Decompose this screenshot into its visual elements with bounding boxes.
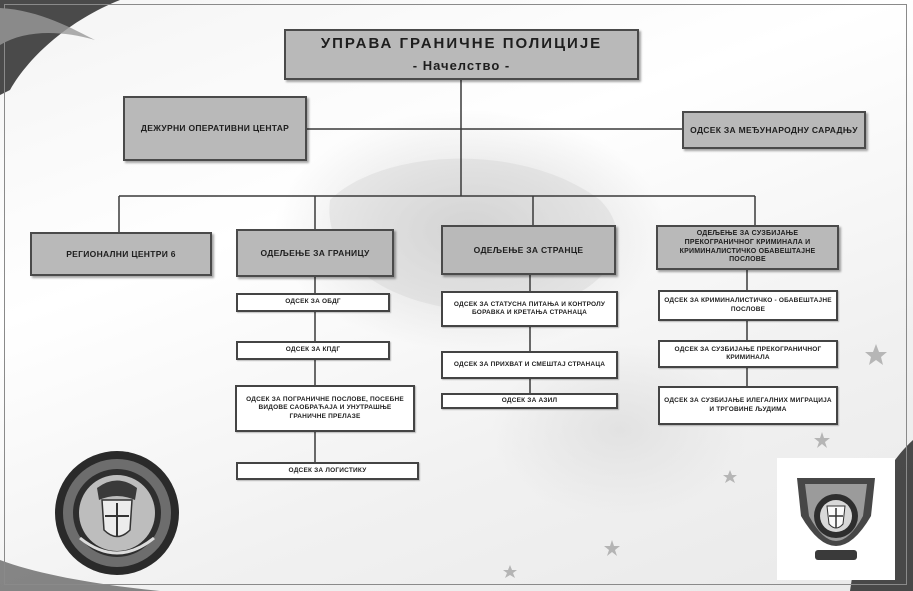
- box-regional-centers-label: РЕГИОНАЛНИ ЦЕНТРИ 6: [66, 248, 176, 259]
- box-section-criminal-intelligence: ОДСЕК ЗА КРИМИНАЛИСТИЧКО - ОБАВЕШТАЈНЕ П…: [658, 290, 838, 321]
- box-section-logistics-label: ОДСЕК ЗА ЛОГИСТИКУ: [288, 466, 367, 474]
- box-crossborder-crime-department-label: ОДЕЉЕЊЕ ЗА СУЗБИЈАЊЕ ПРЕКОГРАНИЧНОГ КРИМ…: [679, 230, 816, 264]
- box-section-illegal-migration-label: ОДСЕК ЗА СУЗБИЈАЊЕ ИЛЕГАЛНИХ МИГРАЦИЈА И…: [664, 397, 832, 413]
- box-section-asylum: ОДСЕК ЗА АЗИЛ: [441, 393, 618, 409]
- box-section-status-control-label: ОДСЕК ЗА СТАТУСНА ПИТАЊА И КОНТРОЛУ БОРА…: [453, 300, 606, 316]
- box-section-obdg-label: ОДСЕК ЗА ОБДГ: [285, 298, 341, 306]
- box-duty-operations-center: ДЕЖУРНИ ОПЕРАТИВНИ ЦЕНТАР: [123, 96, 307, 161]
- box-section-kpdg-label: ОДСЕК ЗА КПДГ: [285, 346, 341, 354]
- box-section-border-affairs: ОДСЕК ЗА ПОГРАНИЧНЕ ПОСЛОВЕ, ПОСЕБНЕ ВИД…: [235, 385, 415, 432]
- box-section-obdg: ОДСЕК ЗА ОБДГ: [236, 293, 390, 312]
- box-section-crossborder-crime-label: ОДСЕК ЗА СУЗБИЈАЊЕ ПРЕКОГРАНИЧНОГ КРИМИН…: [674, 345, 822, 361]
- box-border-department: ОДЕЉЕЊЕ ЗА ГРАНИЦУ: [236, 229, 394, 277]
- box-section-illegal-migration: ОДСЕК ЗА СУЗБИЈАЊЕ ИЛЕГАЛНИХ МИГРАЦИЈА И…: [658, 386, 838, 425]
- police-emblem-left-icon: [55, 451, 179, 575]
- box-international-cooperation-label: ОДСЕК ЗА МЕЂУНАРОДНУ САРАДЊУ: [690, 124, 858, 135]
- box-section-logistics: ОДСЕК ЗА ЛОГИСТИКУ: [236, 462, 419, 480]
- box-section-crossborder-crime: ОДСЕК ЗА СУЗБИЈАЊЕ ПРЕКОГРАНИЧНОГ КРИМИН…: [658, 340, 838, 368]
- border-police-badge-right-icon: [777, 458, 895, 580]
- box-foreigners-department-label: ОДЕЉЕЊЕ ЗА СТРАНЦЕ: [473, 244, 584, 255]
- top-box-border-police-directorate: УПРАВА ГРАНИЧНЕ ПОЛИЦИЈЕ - Начелство -: [284, 29, 639, 80]
- box-section-status-control: ОДСЕК ЗА СТАТУСНА ПИТАЊА И КОНТРОЛУ БОРА…: [441, 291, 618, 327]
- top-box-title: УПРАВА ГРАНИЧНЕ ПОЛИЦИЈЕ: [320, 35, 603, 52]
- top-box-subtitle: - Начелство -: [412, 57, 511, 73]
- box-regional-centers: РЕГИОНАЛНИ ЦЕНТРИ 6: [30, 232, 212, 276]
- box-section-kpdg: ОДСЕК ЗА КПДГ: [236, 341, 390, 360]
- box-international-cooperation: ОДСЕК ЗА МЕЂУНАРОДНУ САРАДЊУ: [682, 111, 866, 149]
- box-section-reception-label: ОДСЕК ЗА ПРИХВАТ И СМЕШТАЈ СТРАНАЦА: [453, 360, 606, 368]
- box-section-criminal-intelligence-label: ОДСЕК ЗА КРИМИНАЛИСТИЧКО - ОБАВЕШТАЈНЕ П…: [664, 297, 832, 313]
- box-section-border-affairs-label: ОДСЕК ЗА ПОГРАНИЧНЕ ПОСЛОВЕ, ПОСЕБНЕ ВИД…: [246, 396, 404, 420]
- box-crossborder-crime-department: ОДЕЉЕЊЕ ЗА СУЗБИЈАЊЕ ПРЕКОГРАНИЧНОГ КРИМ…: [656, 225, 839, 270]
- box-section-asylum-label: ОДСЕК ЗА АЗИЛ: [501, 396, 558, 404]
- box-section-reception: ОДСЕК ЗА ПРИХВАТ И СМЕШТАЈ СТРАНАЦА: [441, 351, 618, 379]
- box-foreigners-department: ОДЕЉЕЊЕ ЗА СТРАНЦЕ: [441, 225, 616, 275]
- box-border-department-label: ОДЕЉЕЊЕ ЗА ГРАНИЦУ: [260, 247, 370, 258]
- box-duty-operations-center-label: ДЕЖУРНИ ОПЕРАТИВНИ ЦЕНТАР: [140, 123, 290, 134]
